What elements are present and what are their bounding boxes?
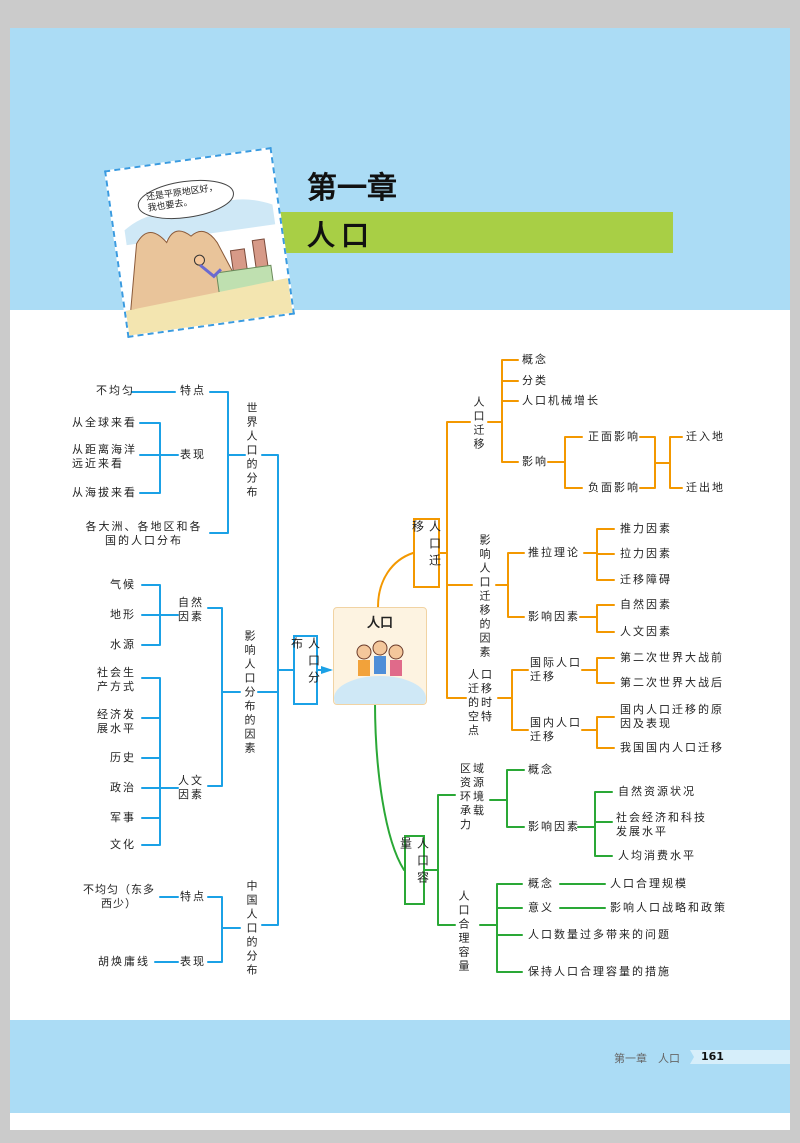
migration-spacetime-label: 人口迁移的时空特点 xyxy=(468,668,494,737)
pushpull-theory: 推拉理论 xyxy=(528,546,580,559)
arrow-icon xyxy=(321,666,333,674)
pushpull-item: 拉力因素 xyxy=(620,547,672,560)
reasonable-measures: 保持人口合理容量的措施 xyxy=(528,965,671,978)
capacity-connectors xyxy=(374,701,613,973)
title-bar xyxy=(272,212,673,253)
distribution-connectors xyxy=(131,391,331,963)
natural-item: 气候 xyxy=(110,578,136,591)
migration-positive: 正面影响 xyxy=(588,430,640,443)
human-item: 军事 xyxy=(110,811,136,824)
migration-negative: 负面影响 xyxy=(588,481,640,494)
natural-factor: 自然因素 xyxy=(178,596,204,623)
reasonable-problem: 人口数量过多带来的问题 xyxy=(528,928,671,941)
human-item: 文化 xyxy=(110,838,136,851)
reasonable-concept-value: 人口合理规模 xyxy=(610,877,688,890)
center-label: 人口 xyxy=(366,616,393,631)
carrying-item: 社会经济和科技发展水平 xyxy=(616,811,707,838)
china-manifest-value: 胡焕庸线 xyxy=(98,955,150,968)
human-factor: 人文因素 xyxy=(178,774,204,801)
reasonable-meaning: 意义 xyxy=(528,901,554,914)
influence-item: 自然因素 xyxy=(620,598,672,611)
migration-influence: 影响因素 xyxy=(528,610,580,623)
china-manifest: 表现 xyxy=(180,955,206,968)
human-item: 政治 xyxy=(110,781,136,794)
human-item: 历史 xyxy=(110,751,136,764)
world-distribution-label: 世界人口的分布 xyxy=(245,402,258,500)
world-regional: 各大洲、各地区和各国的人口分布 xyxy=(85,520,203,547)
pushpull-item: 推力因素 xyxy=(620,522,672,535)
world-feature: 特点 xyxy=(180,384,206,397)
node-population-migration: 人口迁移 xyxy=(411,518,442,588)
children-illustration xyxy=(334,640,426,704)
carrying-item: 自然资源状况 xyxy=(618,785,696,798)
china-distribution-label: 中国人口的分布 xyxy=(245,880,258,978)
carrying-capacity-label: 区域资源环境承载力 xyxy=(460,762,486,831)
migration-connectors xyxy=(377,359,683,749)
migration-place: 迁入地 xyxy=(686,430,725,443)
migration-place: 迁出地 xyxy=(686,481,725,494)
reasonable-capacity-label: 人口合理容量 xyxy=(457,890,470,974)
china-feature: 特点 xyxy=(180,890,206,903)
domestic-item: 国内人口迁移的原因及表现 xyxy=(620,703,724,730)
page-number: 161 xyxy=(701,1050,724,1063)
mountain-illustration xyxy=(106,149,293,336)
comic-illustration: 还是平原地区好，我也要去。 xyxy=(104,147,295,338)
migration-item: 人口机械增长 xyxy=(522,394,600,407)
center-node: 人口 xyxy=(333,607,427,705)
migration-factors-label: 影响人口迁移的因素 xyxy=(478,534,491,660)
natural-item: 地形 xyxy=(110,608,136,621)
reasonable-concept: 概念 xyxy=(528,877,554,890)
world-manifest-item: 从海拔来看 xyxy=(72,486,137,499)
carrying-influence: 影响因素 xyxy=(528,820,580,833)
migration-basic-label: 人口迁移 xyxy=(472,396,485,452)
migration-item: 分类 xyxy=(522,374,548,387)
chapter-title: 人口 xyxy=(307,219,376,252)
world-feature-value: 不均匀 xyxy=(96,384,135,397)
world-manifest: 表现 xyxy=(180,448,206,461)
international-migration: 国际人口迁移 xyxy=(530,656,582,683)
running-head: 第一章 人口 xyxy=(614,1052,680,1065)
influence-item: 人文因素 xyxy=(620,625,672,638)
china-feature-value: 不均匀（东多西少） xyxy=(83,883,155,910)
distribution-factors-label: 影响人口分布的因素 xyxy=(243,630,256,756)
carrying-concept: 概念 xyxy=(528,763,554,776)
natural-item: 水源 xyxy=(110,638,136,651)
footer-band xyxy=(10,1020,790,1113)
human-item: 经济发展水平 xyxy=(97,708,136,735)
node-population-capacity: 人口容量 xyxy=(399,835,430,905)
node-population-distribution: 人口分布 xyxy=(290,635,321,705)
reasonable-meaning-value: 影响人口战略和政策 xyxy=(610,901,727,914)
pushpull-item: 迁移障碍 xyxy=(620,573,672,586)
international-item: 第二次世界大战后 xyxy=(620,676,724,689)
human-item: 社会生产方式 xyxy=(97,666,136,693)
world-manifest-item: 从全球来看 xyxy=(72,416,137,429)
domestic-item: 我国国内人口迁移 xyxy=(620,741,724,754)
world-manifest-item: 从距离海洋远近来看 xyxy=(72,443,137,470)
page-number-strip xyxy=(690,1050,790,1064)
domestic-migration: 国内人口迁移 xyxy=(530,716,582,743)
international-item: 第二次世界大战前 xyxy=(620,651,724,664)
migration-impact: 影响 xyxy=(522,455,548,468)
chapter-label: 第一章 xyxy=(307,171,397,206)
carrying-item: 人均消费水平 xyxy=(618,849,696,862)
migration-item: 概念 xyxy=(522,353,548,366)
